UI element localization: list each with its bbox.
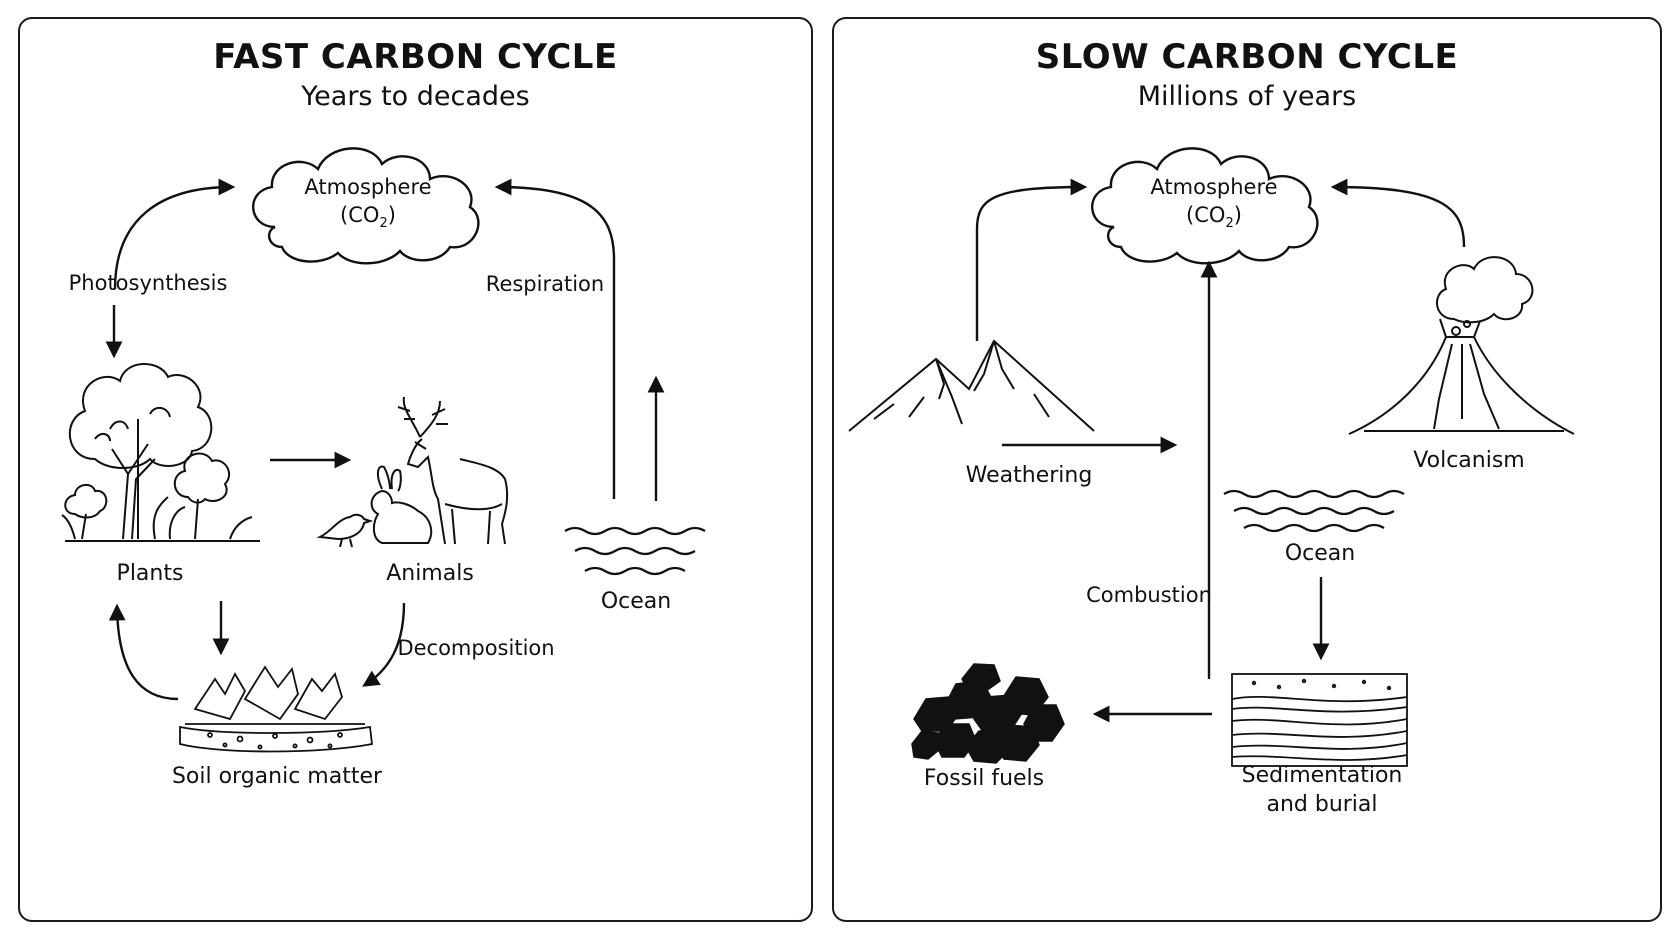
fast-cycle-panel: FAST CARBON CYCLE Years to decades [18, 17, 813, 922]
volcanism-to-atmosphere-arrow [1330, 178, 1466, 248]
weathering-label: Weathering [965, 463, 1093, 488]
photosynthesis-label: Photosynthesis [68, 271, 228, 295]
slow-cycle-panel: SLOW CARBON CYCLE Millions of years [832, 17, 1662, 922]
decomposition-arrow [362, 602, 406, 687]
weathering-to-atmosphere-arrow [975, 178, 1088, 341]
animals-bird-icon [316, 513, 374, 548]
animals-label: Animals [386, 561, 474, 586]
animals-rabbit-icon [370, 465, 433, 544]
soil-to-plants-arrow [108, 603, 179, 701]
fast-cycle-diagram [61, 147, 706, 753]
fast-co2-prefix: (CO [340, 203, 380, 227]
respiration-arrow [494, 178, 616, 499]
fast-atmosphere-label: Atmosphere (CO2) [304, 173, 431, 238]
fast-cycle-title: FAST CARBON CYCLE [213, 37, 618, 77]
sediment-layers-icon [1231, 673, 1408, 767]
combustion-label: Combustion [1086, 583, 1212, 607]
slow-ocean-label: Ocean [1284, 541, 1356, 566]
slow-cycle-diagram [848, 147, 1575, 767]
fast-atmosphere-text: Atmosphere [304, 175, 432, 199]
fast-co2-formula: (CO2) [304, 201, 431, 238]
fast-co2-sub: 2 [379, 216, 388, 232]
ocean-waves-icon [564, 526, 706, 576]
slow-cycle-subtitle: Millions of years [1137, 81, 1357, 112]
mountains-icon [848, 339, 1095, 432]
decomposition-label: Decomposition [397, 636, 555, 660]
soil-leaves-icon [179, 665, 373, 753]
fossil-fuels-label: Fossil fuels [923, 766, 1045, 791]
photosynthesis-arrow [113, 178, 236, 290]
slow-co2-suffix: ) [1233, 203, 1242, 227]
plants-label: Plants [116, 561, 184, 586]
sedimentation-line1: Sedimentation [1241, 763, 1403, 788]
slow-co2-sub: 2 [1225, 216, 1234, 232]
fast-ocean-label: Ocean [600, 589, 672, 614]
plants-tree-icon [61, 363, 260, 542]
ocean-waves-icon [1223, 489, 1405, 533]
sedimentation-line2: and burial [1266, 792, 1378, 817]
sedimentation-label: Sedimentation and burial [1242, 761, 1403, 819]
fossil-fuels-icon [911, 663, 1065, 764]
slow-co2-formula: (CO2) [1150, 201, 1277, 238]
slow-cycle-title: SLOW CARBON CYCLE [1035, 37, 1459, 77]
slow-atmosphere-label: Atmosphere (CO2) [1150, 173, 1277, 238]
respiration-label: Respiration [485, 272, 605, 296]
slow-atmosphere-text: Atmosphere [1150, 175, 1278, 199]
volcanism-label: Volcanism [1413, 448, 1525, 473]
fast-co2-suffix: ) [387, 203, 396, 227]
slow-co2-prefix: (CO [1186, 203, 1226, 227]
fast-cycle-subtitle: Years to decades [301, 81, 530, 112]
atmosphere-cloud-icon [1091, 147, 1319, 265]
soil-organic-matter-label: Soil organic matter [171, 764, 383, 789]
volcano-icon [1348, 256, 1575, 435]
atmosphere-cloud-icon [252, 147, 480, 265]
animals-deer-icon [397, 396, 509, 545]
